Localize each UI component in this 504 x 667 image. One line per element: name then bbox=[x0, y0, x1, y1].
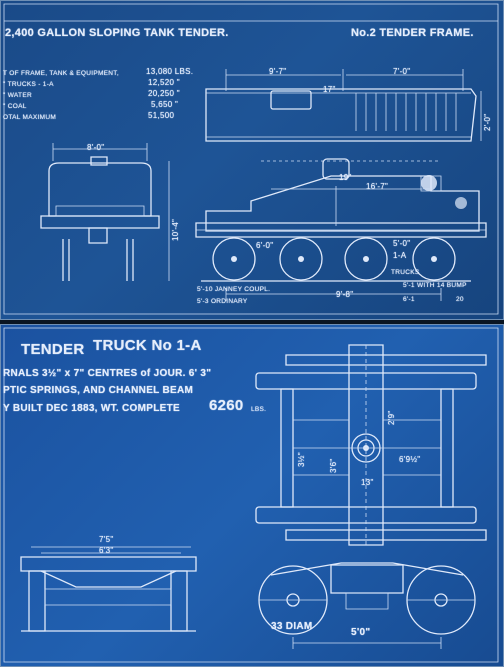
truck-number: 1-A bbox=[393, 251, 407, 260]
dim-plan-b: 7'-0" bbox=[393, 67, 411, 76]
truck-spec-built: Y BUILT DEC 1883, WT. COMPLETE bbox=[3, 403, 180, 414]
dim-plan-e: 3½" bbox=[297, 452, 306, 467]
weight-value-trucks: 12,520 " bbox=[148, 78, 180, 87]
dim-plan-b: 6'9½" bbox=[399, 455, 421, 464]
dim-base: 9'-8" bbox=[336, 290, 354, 299]
weight-label-frame: T OF FRAME, TANK & EQUIPMENT, bbox=[3, 70, 119, 77]
dim-tank-length: 16'-7" bbox=[366, 182, 389, 191]
weight-label-total: OTAL MAXIMUM bbox=[3, 114, 57, 121]
dim-plan-d: 2'-0" bbox=[483, 113, 492, 131]
truck-weight-unit: LBS. bbox=[251, 406, 267, 413]
truck-title-tender: TENDER bbox=[21, 341, 85, 358]
truck-spec-springs: PTIC SPRINGS, AND CHANNEL BEAM bbox=[3, 385, 194, 396]
dim-plan-c: 13" bbox=[361, 478, 374, 487]
wheel-diameter-label: 33 DIAM bbox=[271, 621, 313, 632]
weight-label-coal: " COAL bbox=[3, 103, 27, 110]
truck-title-number: TRUCK No 1-A bbox=[93, 337, 202, 354]
dim-height: 10'-4" bbox=[171, 218, 180, 241]
tender-drawing bbox=[1, 1, 503, 319]
weight-label-water: " WATER bbox=[3, 92, 32, 99]
tender-blueprint-sheet: 2,400 GALLON SLOPING TANK TENDER. No.2 T… bbox=[0, 0, 504, 320]
note-right-dim: 6'-1 bbox=[403, 296, 415, 303]
dim-wheel: 6'-0" bbox=[256, 241, 274, 250]
note-ordinary: 5'-3 ORDINARY bbox=[197, 298, 248, 305]
truck-drawing bbox=[1, 325, 503, 666]
tender-title: 2,400 GALLON SLOPING TANK TENDER. bbox=[5, 27, 229, 39]
dim-plan-c: 17" bbox=[323, 85, 336, 94]
dim-plan-a: 9'-7" bbox=[269, 67, 287, 76]
weight-label-trucks: " TRUCKS - 1-A bbox=[3, 81, 54, 88]
weight-value-total: 51,500 bbox=[148, 111, 175, 120]
dim-collar: 19" bbox=[339, 173, 352, 182]
wheelbase-label: 5'0" bbox=[351, 627, 371, 638]
dim-front-b: 6'3" bbox=[99, 546, 114, 555]
dim-side: 5'-0" bbox=[393, 239, 411, 248]
dim-plan-d: 2'9" bbox=[387, 410, 396, 425]
note-right-dim-b: 20 bbox=[456, 296, 464, 303]
dim-width: 8'-0" bbox=[87, 143, 105, 152]
truck-spec-journals: RNALS 3½" x 7" CENTRES of JOUR. 6' 3" bbox=[3, 368, 212, 379]
trucks-label: TRUCKS bbox=[391, 269, 420, 276]
truck-blueprint-sheet: TENDER TRUCK No 1-A RNALS 3½" x 7" CENTR… bbox=[0, 324, 504, 667]
note-janney-coupler: 5'-10 JANNEY COUPL. bbox=[197, 286, 271, 293]
dim-plan-a: 3'6" bbox=[329, 458, 338, 473]
frame-label: No.2 TENDER FRAME. bbox=[351, 27, 474, 39]
note-bumper: 5'-1 WITH 14 BUMP bbox=[403, 282, 467, 289]
weight-value-frame: 13,080 LBS. bbox=[146, 67, 194, 76]
truck-weight-value: 6260 bbox=[209, 397, 244, 414]
sheet-gap bbox=[0, 318, 504, 324]
dim-front-a: 7'5" bbox=[99, 535, 114, 544]
weight-value-coal: 5,650 " bbox=[151, 100, 179, 109]
weight-value-water: 20,250 " bbox=[148, 89, 180, 98]
